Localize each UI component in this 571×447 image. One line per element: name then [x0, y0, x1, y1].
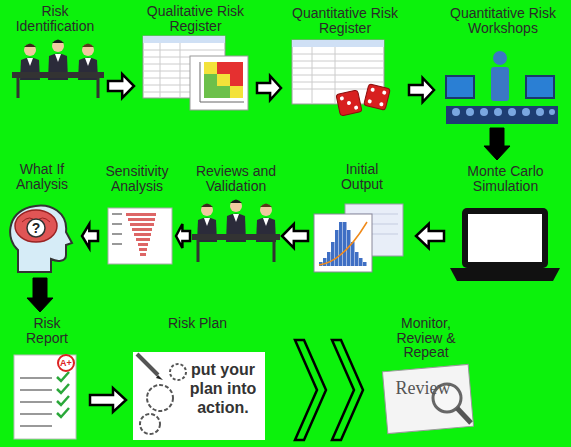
step-title: Quantitative Risk Workshops [437, 6, 569, 35]
process-step: Monitor, Review & Repeat [378, 316, 474, 434]
flow-arrow [282, 224, 308, 248]
flow-arrow [176, 224, 190, 248]
flow-arrow [27, 278, 53, 312]
report-illustration [14, 355, 76, 439]
tornado-illustration [108, 208, 172, 264]
flow-arrow [108, 74, 134, 98]
image-text: A+ [58, 358, 74, 368]
step-title: Initial Output [327, 162, 397, 191]
step-title: Qualitative Risk Register [136, 4, 256, 33]
image-text: Review [388, 378, 458, 399]
process-step: Risk Report [8, 316, 86, 442]
meeting-illustration [192, 200, 280, 263]
workshop-illustration [446, 51, 558, 124]
step-title: Monitor, Review & Repeat [386, 316, 466, 360]
plan-illustration [133, 352, 265, 440]
process-step: Quantitative Risk Register [285, 6, 405, 122]
laptop-illustration [450, 208, 560, 281]
step-title: Risk Report [12, 316, 82, 345]
step-title: What If Analysis [6, 162, 78, 191]
process-step: Qualitative Risk Register [138, 4, 253, 112]
step-title: Reviews and Validation [191, 164, 281, 193]
histogram-illustration [314, 204, 403, 272]
image-text: put your plan into action. [184, 360, 262, 418]
register-illustration [292, 40, 390, 116]
step-title: Quantitative Risk Register [283, 6, 407, 35]
step-title: Monte Carlo Simulation [448, 164, 563, 193]
process-step: What If Analysis [6, 162, 78, 274]
flow-arrow [257, 76, 281, 100]
flow-arrow [484, 128, 510, 160]
image-text: ? [28, 220, 44, 236]
register-illustration [143, 36, 248, 110]
head-illustration [10, 206, 72, 272]
process-step: Initial Output [312, 162, 412, 274]
process-step: Risk Identification [6, 4, 104, 104]
process-step: Quantitative Risk Workshops [438, 6, 568, 124]
review-illustration [382, 364, 473, 433]
step-title: Risk Identification [5, 4, 105, 33]
flow-arrow [295, 340, 363, 440]
step-title: Sensitivity Analysis [95, 164, 179, 193]
flow-arrow [409, 78, 434, 102]
flow-arrow [82, 224, 98, 248]
flow-arrow [90, 388, 126, 412]
process-step: Monte Carlo Simulation [448, 164, 563, 284]
process-step: Risk Plan [130, 316, 265, 442]
meeting-illustration [12, 40, 104, 99]
process-step: Sensitivity Analysis [102, 164, 172, 268]
step-title: Risk Plan [168, 316, 228, 331]
flow-arrow [416, 224, 444, 248]
process-step: Reviews and Validation [194, 164, 278, 266]
